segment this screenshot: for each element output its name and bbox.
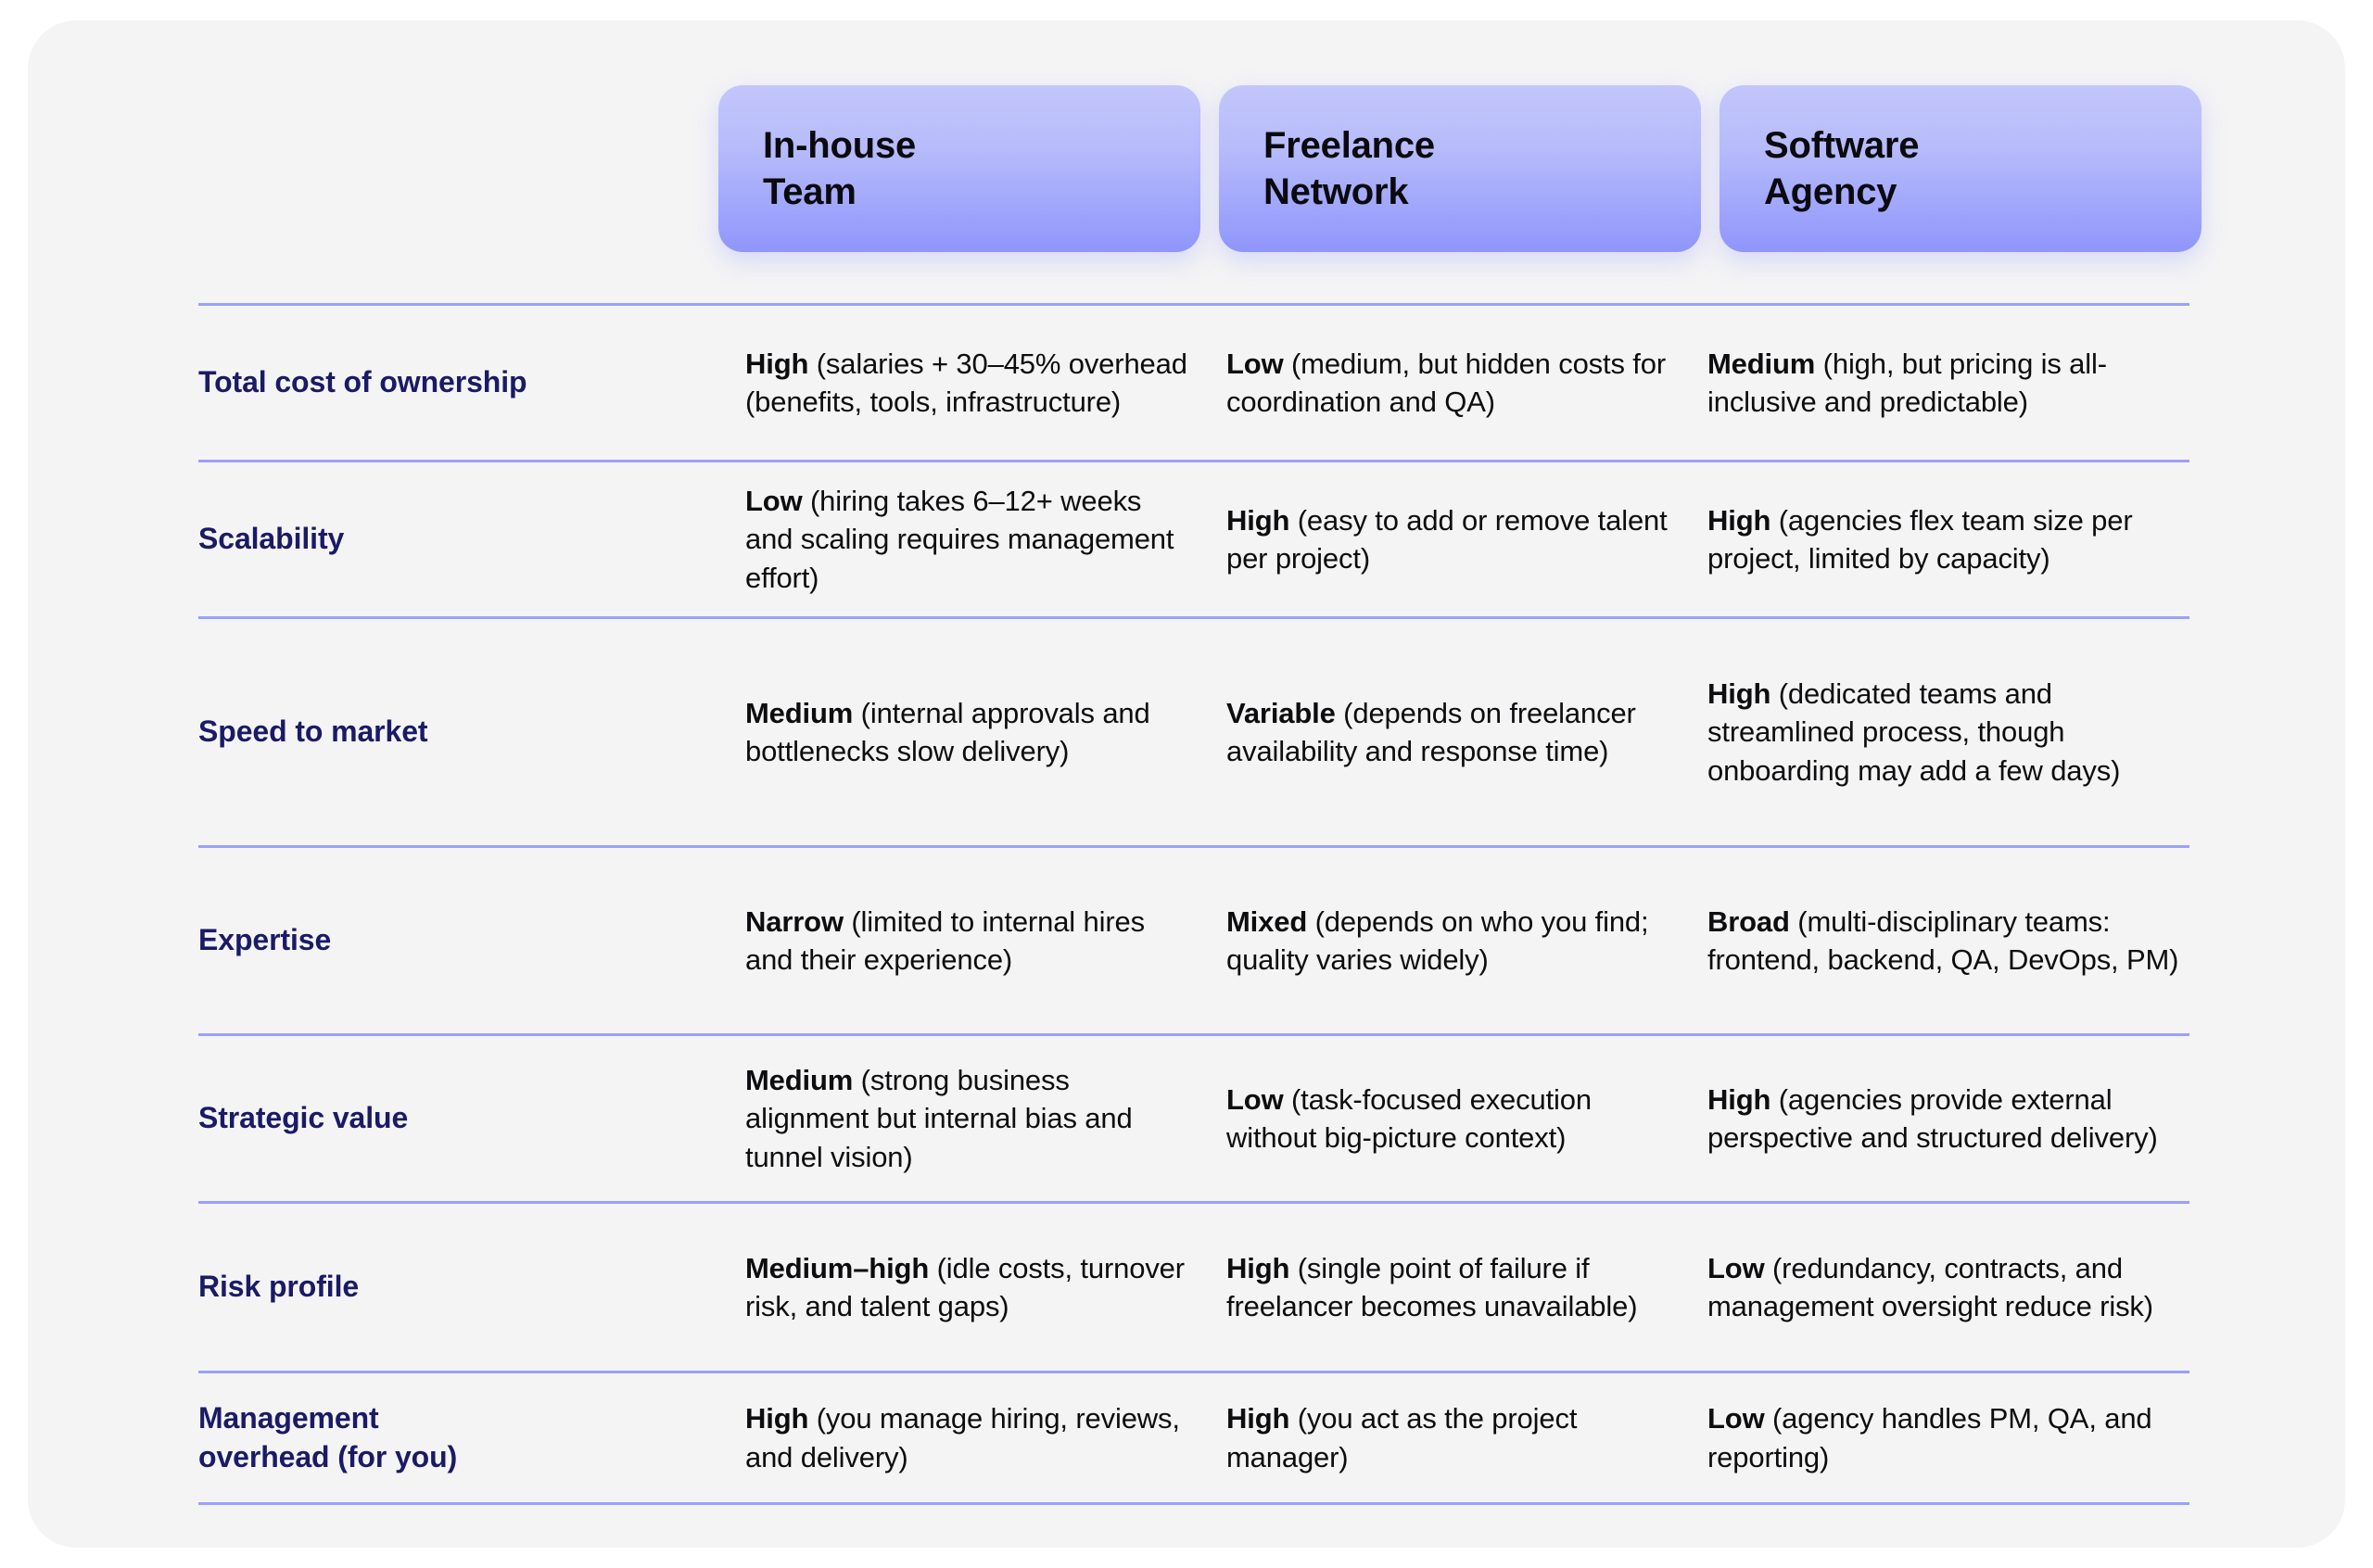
column-header-label: Freelance Network [1263, 124, 1435, 212]
cell-detail: (limited to internal hires and their exp… [745, 904, 1145, 976]
table-row: Expertise Narrow (limited to internal hi… [198, 845, 2189, 1033]
cell-verdict: Low [745, 485, 803, 518]
cell-verdict: High [1707, 1082, 1771, 1116]
cell-verdict: Low [1226, 1082, 1284, 1116]
table-cell: High (salaries + 30–45% overhead (benefi… [745, 345, 1226, 421]
column-header-in-house-team: In-house Team [718, 85, 1200, 252]
cell-verdict: Mixed [1226, 904, 1308, 938]
table-cell: Broad (multi-disciplinary teams: fronten… [1707, 903, 2189, 979]
cell-verdict: Medium [745, 696, 854, 729]
cell-verdict: Medium [745, 1064, 854, 1097]
cell-detail: (medium, but hidden costs for coordinati… [1226, 347, 1667, 418]
row-label: Speed to market [198, 714, 428, 749]
cell-detail: (hiring takes 6–12+ weeks and scaling re… [745, 485, 1174, 594]
cell-verdict: High [1707, 677, 1771, 711]
row-label: Strategic value [198, 1101, 409, 1135]
column-header-freelance-network: Freelance Network [1219, 85, 1701, 252]
cell-verdict: High [1226, 1402, 1290, 1435]
cell-verdict: High [745, 1402, 809, 1435]
table-row: Total cost of ownership High (salaries +… [198, 303, 2189, 460]
cell-verdict: Broad [1707, 904, 1790, 938]
cell-detail: (dedicated teams and streamlined process… [1707, 677, 2121, 787]
table-row: Strategic value Medium (strong business … [198, 1033, 2189, 1201]
cell-detail: (idle costs, turnover risk, and talent g… [745, 1251, 1185, 1322]
cell-verdict: Low [1707, 1251, 1765, 1284]
table-cell: Low (agency handles PM, QA, and reportin… [1707, 1399, 2189, 1475]
cell-verdict: Low [1226, 347, 1284, 380]
cell-verdict: Medium–high [745, 1251, 930, 1284]
cell-detail: (agencies provide external perspective a… [1707, 1082, 2158, 1154]
table-cell: Medium–high (idle costs, turnover risk, … [745, 1249, 1226, 1325]
cell-detail: (salaries + 30–45% overhead (benefits, t… [745, 347, 1187, 418]
table-cell: Variable (depends on freelancer availabi… [1226, 694, 1707, 770]
table-cell: Medium (strong business alignment but in… [745, 1061, 1226, 1176]
row-label: Scalability [198, 522, 345, 556]
column-header-label: In-house Team [763, 124, 917, 212]
cell-detail: (you manage hiring, reviews, and deliver… [745, 1402, 1180, 1473]
cell-detail: (depends on who you find; quality varies… [1226, 904, 1649, 976]
cell-detail: (you act as the project manager) [1226, 1402, 1578, 1473]
cell-verdict: Low [1707, 1402, 1765, 1435]
row-label: Expertise [198, 923, 332, 957]
cell-detail: (task-focused execution without big-pict… [1226, 1082, 1592, 1154]
comparison-card: In-house Team Freelance Network Software… [28, 20, 2345, 1548]
row-label: Total cost of ownership [198, 365, 527, 399]
table-row: Risk profile Medium–high (idle costs, tu… [198, 1201, 2189, 1371]
header-row: In-house Team Freelance Network Software… [28, 20, 2345, 298]
comparison-table: Total cost of ownership High (salaries +… [198, 303, 2189, 1505]
table-cell: Low (hiring takes 6–12+ weeks and scalin… [745, 482, 1226, 597]
cell-verdict: High [1707, 503, 1771, 537]
table-cell: High (you manage hiring, reviews, and de… [745, 1399, 1226, 1475]
table-cell: High (dedicated teams and streamlined pr… [1707, 675, 2189, 790]
cell-verdict: Narrow [745, 904, 844, 938]
table-row: Scalability Low (hiring takes 6–12+ week… [198, 460, 2189, 616]
table-cell: Narrow (limited to internal hires and th… [745, 903, 1226, 979]
cell-detail: (internal approvals and bottlenecks slow… [745, 696, 1150, 767]
cell-verdict: High [745, 347, 809, 380]
cell-detail: (high, but pricing is all-inclusive and … [1707, 347, 2107, 418]
column-header-software-agency: Software Agency [1719, 85, 2202, 252]
cell-detail: (redundancy, contracts, and management o… [1707, 1251, 2153, 1322]
table-cell: High (agencies provide external perspect… [1707, 1081, 2189, 1157]
table-cell: High (single point of failure if freelan… [1226, 1249, 1707, 1325]
cell-verdict: Variable [1226, 696, 1336, 729]
table-cell: Medium (internal approvals and bottlenec… [745, 694, 1226, 770]
table-row: Management overhead (for you) High (you … [198, 1371, 2189, 1505]
cell-verdict: Medium [1707, 347, 1816, 380]
table-cell: High (you act as the project manager) [1226, 1399, 1707, 1475]
table-cell: High (agencies flex team size per projec… [1707, 501, 2189, 577]
table-cell: Low (redundancy, contracts, and manageme… [1707, 1249, 2189, 1325]
row-label: Risk profile [198, 1270, 360, 1304]
table-row: Speed to market Medium (internal approva… [198, 616, 2189, 845]
cell-detail: (agency handles PM, QA, and reporting) [1707, 1402, 2152, 1473]
cell-detail: (single point of failure if freelancer b… [1226, 1251, 1638, 1322]
cell-detail: (easy to add or remove talent per projec… [1226, 503, 1668, 575]
table-cell: Low (task-focused execution without big-… [1226, 1081, 1707, 1157]
table-cell: Low (medium, but hidden costs for coordi… [1226, 345, 1707, 421]
cell-detail: (agencies flex team size per project, li… [1707, 503, 2133, 575]
row-label: Management overhead (for you) [198, 1400, 458, 1473]
cell-verdict: High [1226, 503, 1290, 537]
table-cell: Medium (high, but pricing is all-inclusi… [1707, 345, 2189, 421]
table-cell: Mixed (depends on who you find; quality … [1226, 903, 1707, 979]
table-cell: High (easy to add or remove talent per p… [1226, 501, 1707, 577]
cell-detail: (strong business alignment but internal … [745, 1064, 1133, 1173]
column-header-label: Software Agency [1764, 124, 1920, 212]
cell-verdict: High [1226, 1251, 1290, 1284]
cell-detail: (multi-disciplinary teams: frontend, bac… [1707, 904, 2179, 976]
cell-detail: (depends on freelancer availability and … [1226, 696, 1636, 767]
